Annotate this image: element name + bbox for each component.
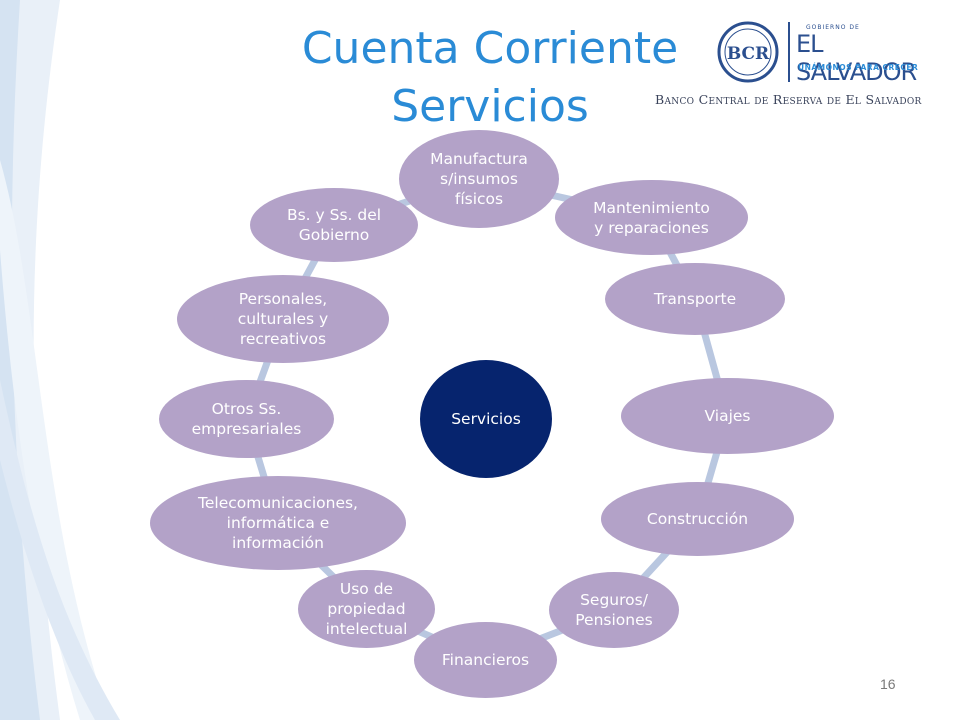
title-line-2: Servicios (391, 81, 589, 132)
gobierno-label: GOBIERNO DE (806, 24, 860, 31)
bcr-seal-icon: BCR (717, 21, 779, 83)
node-otros-empresariales: Otros Ss. empresariales (159, 380, 334, 458)
node-seguros: Seguros/ Pensiones (549, 572, 679, 648)
node-mantenimiento: Mantenimiento y reparaciones (555, 180, 748, 255)
node-manufactura: Manufactura s/insumos físicos (399, 130, 559, 228)
slogan-label: UNÁMONOS PARA CRECER (798, 63, 919, 72)
node-construccion: Construcción (601, 482, 794, 556)
node-gobierno: Bs. y Ss. del Gobierno (250, 188, 418, 262)
logo-divider (788, 22, 790, 82)
node-financieros: Financieros (414, 622, 557, 698)
bcr-logo: BCR GOBIERNO DE EL SALVADOR UNÁMONOS PAR… (708, 18, 938, 113)
node-telecomunicaciones: Telecomunicaciones, informática e inform… (150, 476, 406, 570)
title-line-1: Cuenta Corriente (301, 23, 679, 74)
bcr-monogram: BCR (727, 44, 770, 64)
country-label: EL SALVADOR (796, 30, 917, 86)
node-propiedad-intelectual: Uso de propiedad intelectual (298, 570, 435, 648)
center-node-servicios: Servicios (420, 360, 552, 478)
node-personales-culturales: Personales, culturales y recreativos (177, 275, 389, 363)
decorative-swoosh (0, 0, 120, 720)
page-number: 16 (880, 676, 896, 692)
node-viajes: Viajes (621, 378, 834, 454)
bank-name: Banco Central de Reserva de El Salvador (655, 92, 922, 107)
node-transporte: Transporte (605, 263, 785, 335)
